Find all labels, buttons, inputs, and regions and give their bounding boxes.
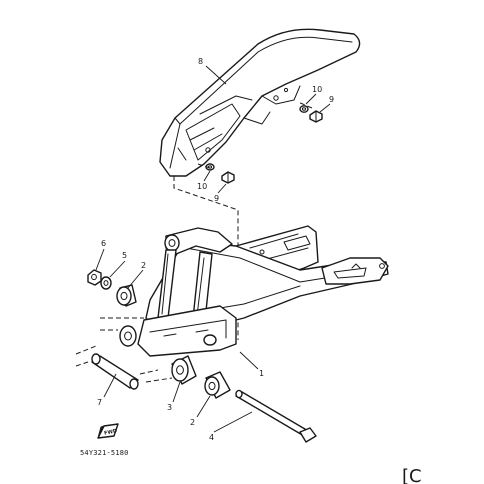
forward-label: FWD	[104, 428, 118, 437]
callout-numbers: 8 10 9 10 9 6 5 2 1 7 3 2 4	[97, 57, 334, 442]
pivot-shaft	[235, 389, 317, 443]
pivot-bushing-front	[119, 325, 137, 347]
washer-upper	[299, 105, 309, 113]
collar	[91, 353, 139, 390]
callout-collar: 7	[97, 398, 102, 407]
chain-case	[159, 28, 361, 177]
callout-pivot-shaft: 4	[209, 433, 214, 442]
bushing-center	[171, 355, 197, 385]
callout-bushing-center: 3	[167, 403, 172, 412]
rear-arm	[137, 225, 389, 357]
bolt-upper	[309, 110, 323, 123]
callout-rear-arm: 1	[259, 369, 264, 378]
callout-bushing-upper: 2	[141, 261, 146, 270]
callout-washer-upper: 10	[312, 85, 322, 94]
bushing-upper	[116, 284, 137, 307]
callout-bushing-lower: 2	[190, 418, 195, 427]
corner-mark: [C	[402, 466, 422, 484]
callout-washer-pivot: 5	[122, 251, 127, 260]
callout-nut: 6	[101, 239, 106, 248]
bolt-lower	[221, 171, 235, 184]
assembly-line-pivot	[75, 317, 173, 383]
nut	[87, 269, 102, 286]
assembly-line-bolt	[197, 101, 313, 169]
callout-bolt-lower: 9	[214, 194, 219, 203]
bushing-lower	[204, 371, 231, 399]
leader-lines	[95, 65, 331, 433]
washer-pivot	[100, 276, 112, 290]
forward-arrow-icon: FWD	[97, 423, 119, 439]
callout-bolt-upper: 9	[329, 95, 334, 104]
callout-chain-case: 8	[198, 57, 203, 66]
part-code: 54Y321-5180	[80, 449, 129, 457]
callout-washer-lower: 10	[197, 182, 207, 191]
